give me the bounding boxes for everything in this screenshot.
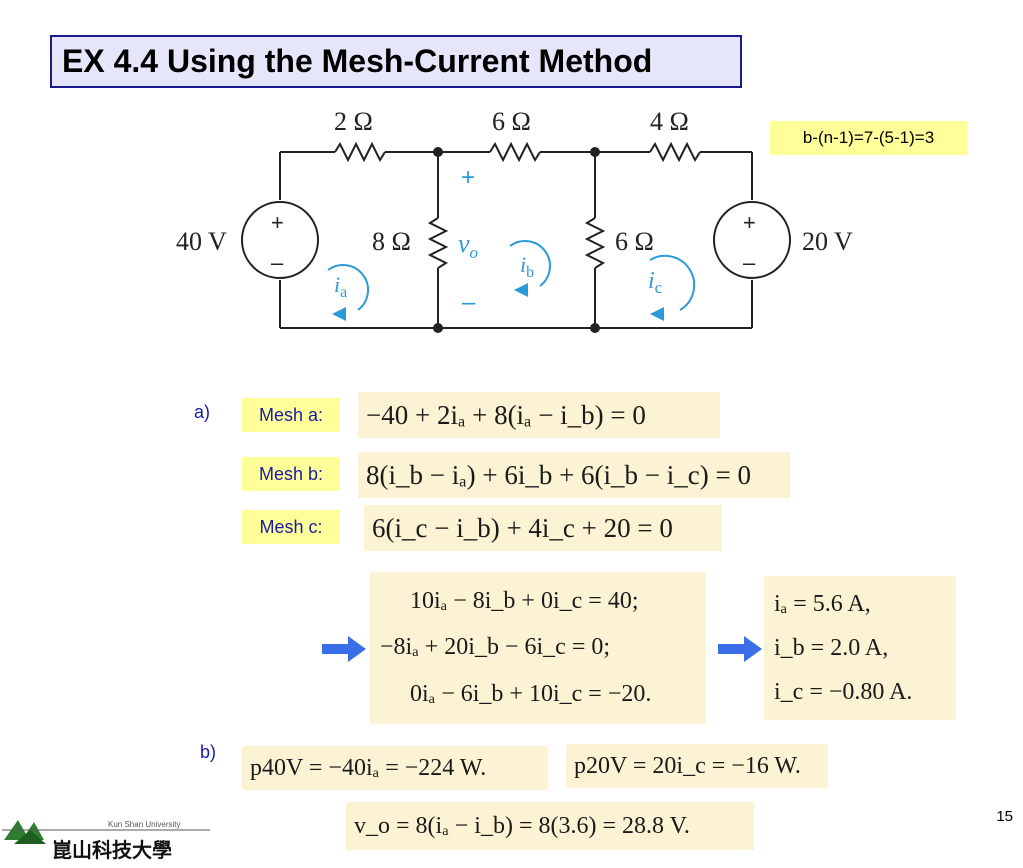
system-equation-2: −8iₐ + 20i_b − 6i_c = 0; bbox=[380, 634, 611, 661]
mesh-a-equation: −40 + 2iₐ + 8(iₐ − i_b) = 0 bbox=[358, 392, 720, 438]
mesh-c-current-label: ic bbox=[648, 268, 663, 297]
source-right-minus: – bbox=[743, 250, 756, 275]
resistor-4ohm-label: 4 Ω bbox=[650, 107, 689, 136]
system-equation-1: 10iₐ − 8i_b + 0i_c = 40; bbox=[410, 587, 639, 614]
vo-plus: + bbox=[461, 164, 475, 191]
linear-system: 10iₐ − 8i_b + 0i_c = 40; −8iₐ + 20i_b − … bbox=[370, 572, 706, 724]
page-number: 15 bbox=[996, 808, 1013, 825]
mesh-b-equation-text: 8(i_b − iₐ) + 6i_b + 6(i_b − i_c) = 0 bbox=[366, 459, 751, 490]
solution-ic: i_c = −0.80 A. bbox=[774, 678, 913, 705]
solution-box: iₐ = 5.6 A, i_b = 2.0 A, i_c = −0.80 A. bbox=[764, 576, 956, 720]
mesh-c-label: Mesh c: bbox=[242, 510, 340, 544]
part-b-label: b) bbox=[200, 742, 217, 762]
source-40v-label: 40 V bbox=[176, 227, 227, 256]
solution-ib: i_b = 2.0 A, bbox=[774, 634, 889, 661]
logo-chinese-text: 崑山科技大學 bbox=[52, 838, 172, 862]
vo-equation-text: v_o = 8(iₐ − i_b) = 8(3.6) = 28.8 V. bbox=[354, 812, 690, 839]
source-left-minus: – bbox=[271, 250, 284, 275]
resistor-6ohm-top-label: 6 Ω bbox=[492, 107, 531, 136]
power-40v-equation: p40V = −40iₐ = −224 W. bbox=[242, 746, 548, 790]
branch-formula-tag: b-(n-1)=7-(5-1)=3 bbox=[770, 121, 967, 155]
mesh-a-label: Mesh a: bbox=[242, 398, 340, 432]
mesh-c-equation-text: 6(i_c − i_b) + 4i_c + 20 = 0 bbox=[372, 512, 673, 543]
solution-ia: iₐ = 5.6 A, bbox=[774, 590, 871, 617]
mesh-c-equation: 6(i_c − i_b) + 4i_c + 20 = 0 bbox=[364, 505, 722, 551]
resistor-2ohm-label: 2 Ω bbox=[334, 107, 373, 136]
arrow-right-icon bbox=[322, 636, 366, 662]
power-40v-text: p40V = −40iₐ = −224 W. bbox=[250, 754, 487, 781]
power-20v-equation: p20V = 20i_c = −16 W. bbox=[566, 744, 828, 788]
mesh-b-label: Mesh b: bbox=[242, 457, 340, 491]
university-logo-mark bbox=[2, 820, 210, 844]
vo-label: vo bbox=[458, 229, 478, 262]
source-20v-label: 20 V bbox=[802, 227, 853, 256]
power-20v-text: p20V = 20i_c = −16 W. bbox=[574, 752, 801, 779]
vo-equation: v_o = 8(iₐ − i_b) = 8(3.6) = 28.8 V. bbox=[346, 802, 754, 850]
logo-english-text: Kun Shan University bbox=[108, 820, 181, 829]
arrow-right-icon bbox=[718, 636, 762, 662]
vo-minus: – bbox=[462, 289, 476, 316]
source-right-plus: + bbox=[743, 210, 756, 235]
part-a-label: a) bbox=[194, 402, 211, 422]
system-equation-3: 0iₐ − 6i_b + 10i_c = −20. bbox=[410, 681, 652, 708]
circuit-diagram: 2 Ω 6 Ω 4 Ω 8 Ω 6 Ω 40 V 20 V + – + – + … bbox=[176, 107, 853, 333]
mesh-b-current-label: ib bbox=[520, 252, 534, 281]
resistor-8ohm-label: 8 Ω bbox=[372, 227, 411, 256]
source-left-plus: + bbox=[271, 210, 284, 235]
university-logo: Kun Shan University 崑山科技大學 bbox=[0, 800, 230, 868]
slide-title: EX 4.4 Using the Mesh-Current Method bbox=[50, 35, 742, 88]
mesh-a-current-label: ia bbox=[334, 272, 347, 301]
mesh-a-equation-text: −40 + 2iₐ + 8(iₐ − i_b) = 0 bbox=[366, 399, 646, 430]
resistor-6ohm-mid-label: 6 Ω bbox=[615, 227, 654, 256]
mesh-b-equation: 8(i_b − iₐ) + 6i_b + 6(i_b − i_c) = 0 bbox=[358, 452, 790, 498]
